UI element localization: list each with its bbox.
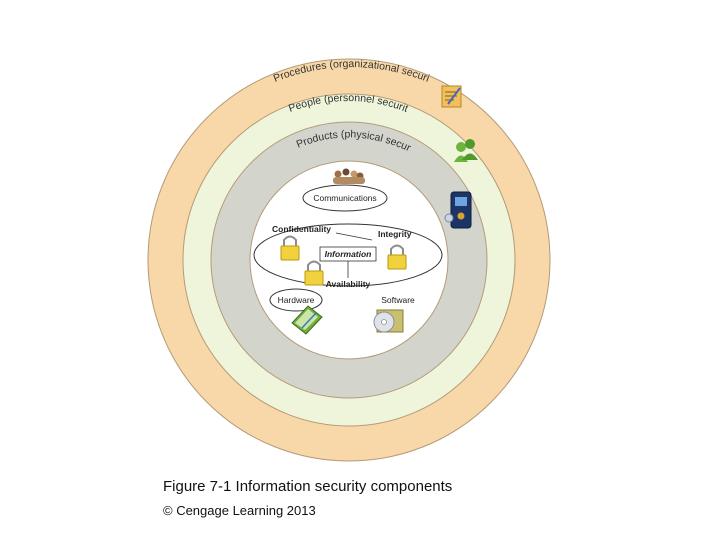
lock-icon [304, 260, 324, 286]
availability-label: Availability [326, 279, 371, 289]
hardware-device-icon [291, 305, 323, 335]
core-circle [249, 160, 449, 360]
confidentiality-label: Confidentiality [272, 224, 331, 234]
software-label: Software [381, 295, 415, 305]
lock-icon [280, 235, 300, 261]
lock-icon [387, 244, 407, 270]
people-crowd-icon [333, 168, 365, 184]
document-pen-icon [441, 85, 462, 108]
software-disc-icon [373, 309, 404, 333]
communications-ellipse [302, 184, 388, 212]
integrity-label: Integrity [378, 229, 412, 239]
hardware-ellipse [269, 288, 323, 312]
figure-caption: Figure 7-1 Information security componen… [163, 478, 453, 495]
security-device-icon [444, 191, 472, 229]
information-triad-ellipse [253, 223, 443, 287]
information-label: Information [325, 249, 372, 259]
people-group-icon [454, 139, 478, 162]
hardware-label: Hardware [278, 295, 315, 305]
copyright-credit: © Cengage Learning 2013 [163, 503, 316, 518]
communications-label: Communications [313, 193, 376, 203]
